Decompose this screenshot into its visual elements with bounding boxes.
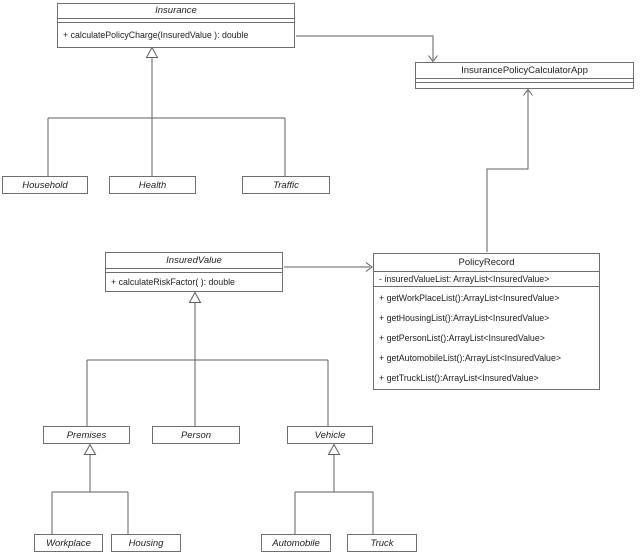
open-arrowhead-right-icon	[365, 262, 373, 272]
method-get-housing-list: + getHousingList():ArrayList<InsuredValu…	[379, 313, 550, 323]
class-housing[interactable]: Housing	[111, 534, 181, 552]
edge-subclasses-to-insurance	[47, 46, 286, 176]
open-arrowhead-up-icon	[523, 88, 533, 96]
class-policy-record-methods: + getWorkPlaceList():ArrayList<InsuredVa…	[374, 286, 599, 389]
class-policy-record-title: PolicyRecord	[458, 257, 515, 268]
generalization-triangle-icon	[188, 291, 202, 303]
edge-policyrecord-to-app	[486, 88, 533, 252]
class-app-methods-empty	[416, 82, 633, 87]
class-insurance-policy-calculator-app[interactable]: InsurancePolicyCalculatorApp	[415, 62, 634, 89]
generalization-triangle-icon	[327, 443, 341, 455]
attribute-insured-value-list: - insuredValueList: ArrayList<InsuredVal…	[379, 274, 550, 284]
edge-subclasses-to-vehicle	[294, 443, 374, 534]
class-insured-value-methods: + calculateRiskFactor( ): double	[106, 272, 282, 291]
class-traffic-title: Traffic	[273, 179, 299, 191]
class-policy-record[interactable]: PolicyRecord - insuredValueList: ArrayLi…	[373, 253, 600, 390]
class-household-title: Household	[22, 179, 68, 191]
class-app-title: InsurancePolicyCalculatorApp	[461, 65, 588, 76]
open-arrowhead-down-icon	[428, 55, 438, 63]
class-housing-title: Housing	[128, 537, 164, 549]
edge-insuredvalue-to-policyrecord	[284, 262, 373, 272]
class-insurance-title: Insurance	[155, 5, 197, 16]
class-vehicle-title: Vehicle	[314, 429, 346, 441]
class-insured-value-attributes-empty	[106, 268, 282, 272]
class-insurance[interactable]: Insurance + calculatePolicyCharge(Insure…	[57, 3, 295, 48]
edge-insurance-to-app	[296, 35, 438, 63]
method-calculate-risk-factor: + calculateRiskFactor( ): double	[111, 277, 235, 287]
method-get-workplace-list: + getWorkPlaceList():ArrayList<InsuredVa…	[379, 293, 560, 303]
class-premises[interactable]: Premises	[43, 426, 130, 444]
class-workplace[interactable]: Workplace	[34, 534, 103, 552]
class-insured-value[interactable]: InsuredValue + calculateRiskFactor( ): d…	[105, 252, 283, 292]
class-health-title: Health	[138, 179, 167, 191]
edge-subclasses-to-insuredvalue	[86, 291, 329, 426]
class-traffic[interactable]: Traffic	[242, 176, 330, 194]
class-automobile[interactable]: Automobile	[261, 534, 331, 552]
class-vehicle[interactable]: Vehicle	[287, 426, 373, 444]
method-get-truck-list: + getTruckList():ArrayList<InsuredValue>	[379, 373, 539, 383]
class-person[interactable]: Person	[152, 426, 240, 444]
class-app-attributes-empty	[416, 78, 633, 82]
class-truck[interactable]: Truck	[347, 534, 417, 552]
class-insurance-attributes-empty	[58, 18, 294, 22]
class-person-title: Person	[180, 429, 212, 441]
generalization-triangle-icon	[145, 46, 159, 58]
class-premises-title: Premises	[66, 429, 107, 441]
class-workplace-title: Workplace	[46, 537, 91, 549]
class-policy-record-attributes: - insuredValueList: ArrayList<InsuredVal…	[374, 271, 599, 286]
class-household[interactable]: Household	[2, 176, 88, 194]
edge-subclasses-to-premises	[51, 443, 129, 534]
method-calculate-policy-charge: + calculatePolicyCharge(InsuredValue ): …	[63, 29, 249, 40]
method-get-person-list: + getPersonList():ArrayList<InsuredValue…	[379, 333, 545, 343]
method-get-automobile-list: + getAutomobileList():ArrayList<InsuredV…	[379, 353, 561, 363]
generalization-triangle-icon	[83, 443, 97, 455]
class-insurance-methods: + calculatePolicyCharge(InsuredValue ): …	[58, 22, 294, 46]
class-health[interactable]: Health	[109, 176, 196, 194]
class-truck-title: Truck	[370, 537, 394, 549]
class-insured-value-title: InsuredValue	[166, 255, 222, 266]
class-automobile-title: Automobile	[272, 537, 320, 549]
